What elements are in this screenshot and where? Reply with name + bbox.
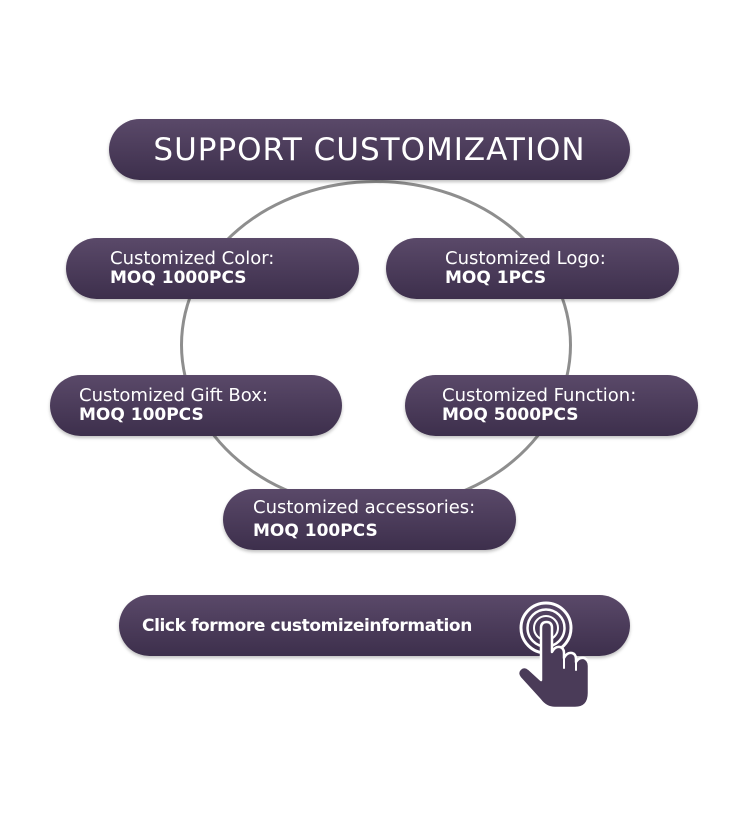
option-name: Customized accessories:: [253, 497, 476, 518]
option-name: Customized Function:: [442, 385, 637, 406]
option-moq: MOQ 100PCS: [79, 405, 204, 425]
option-gift-box: Customized Gift Box: MOQ 100PCS: [50, 375, 342, 436]
title-banner: SUPPORT CUSTOMIZATION: [109, 119, 630, 180]
connector-ring: [180, 180, 572, 510]
option-moq: MOQ 1PCS: [445, 268, 547, 288]
option-color: Customized Color: MOQ 1000PCS: [66, 238, 359, 299]
option-moq: MOQ 100PCS: [253, 521, 378, 541]
more-info-label: Click formore customizeinformation: [142, 615, 472, 636]
option-function: Customized Function: MOQ 5000PCS: [405, 375, 698, 436]
option-accessories: Customized accessories: MOQ 100PCS: [223, 489, 516, 550]
page-title: SUPPORT CUSTOMIZATION: [153, 131, 586, 168]
option-name: Customized Gift Box:: [79, 385, 268, 406]
option-logo: Customized Logo: MOQ 1PCS: [386, 238, 679, 299]
option-moq: MOQ 5000PCS: [442, 405, 579, 425]
option-name: Customized Logo:: [445, 248, 606, 269]
option-moq: MOQ 1000PCS: [110, 268, 247, 288]
option-name: Customized Color:: [110, 248, 275, 269]
hand-pointer-icon: [516, 601, 591, 710]
